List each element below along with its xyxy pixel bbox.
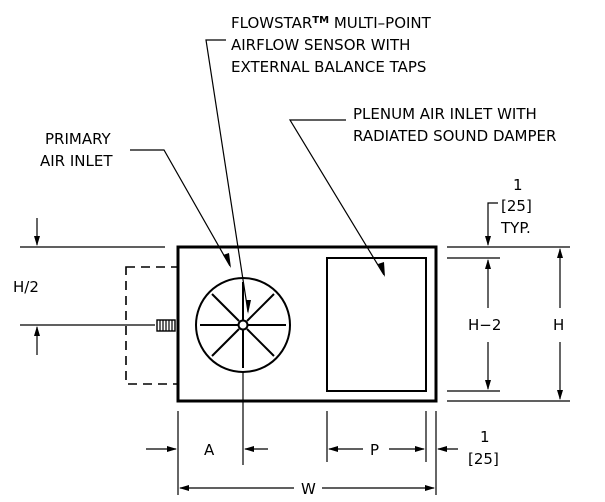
flowstar-label-line2: AIRFLOW SENSOR WITH bbox=[231, 36, 410, 54]
typ-metric-label: [25] bbox=[501, 197, 532, 215]
flowstar-label-line3: EXTERNAL BALANCE TAPS bbox=[231, 58, 426, 76]
a-label: A bbox=[204, 441, 215, 459]
half-height-label: H/2 bbox=[13, 278, 39, 296]
right-dimensions bbox=[447, 202, 570, 402]
balance-tap-icon bbox=[156, 319, 176, 332]
typ-note-label: TYP. bbox=[500, 219, 531, 237]
flowstar-label-line1: FLOWSTARTM MULTI–POINT bbox=[231, 14, 432, 32]
side-metric-label: [25] bbox=[468, 450, 499, 468]
side-value-label: 1 bbox=[480, 428, 490, 446]
primary-label-line1: PRIMARY bbox=[45, 130, 112, 148]
plenum-inlet-opening bbox=[326, 257, 427, 392]
typ-value-label: 1 bbox=[513, 176, 523, 194]
plenum-label-line1: PLENUM AIR INLET WITH bbox=[353, 105, 537, 123]
leader-lines bbox=[130, 39, 385, 314]
p-label: P bbox=[370, 441, 379, 459]
plenum-label-line2: RADIATED SOUND DAMPER bbox=[353, 127, 556, 145]
primary-label-line2: AIR INLET bbox=[40, 152, 113, 170]
half-height-dimension bbox=[20, 218, 165, 355]
height-minus-2-label: H−2 bbox=[468, 316, 501, 334]
height-label: H bbox=[553, 316, 564, 334]
flowstar-sensor-icon bbox=[195, 277, 291, 373]
inlet-collar-outline bbox=[125, 266, 179, 385]
width-label: W bbox=[301, 480, 316, 498]
bottom-dimensions bbox=[146, 372, 458, 495]
